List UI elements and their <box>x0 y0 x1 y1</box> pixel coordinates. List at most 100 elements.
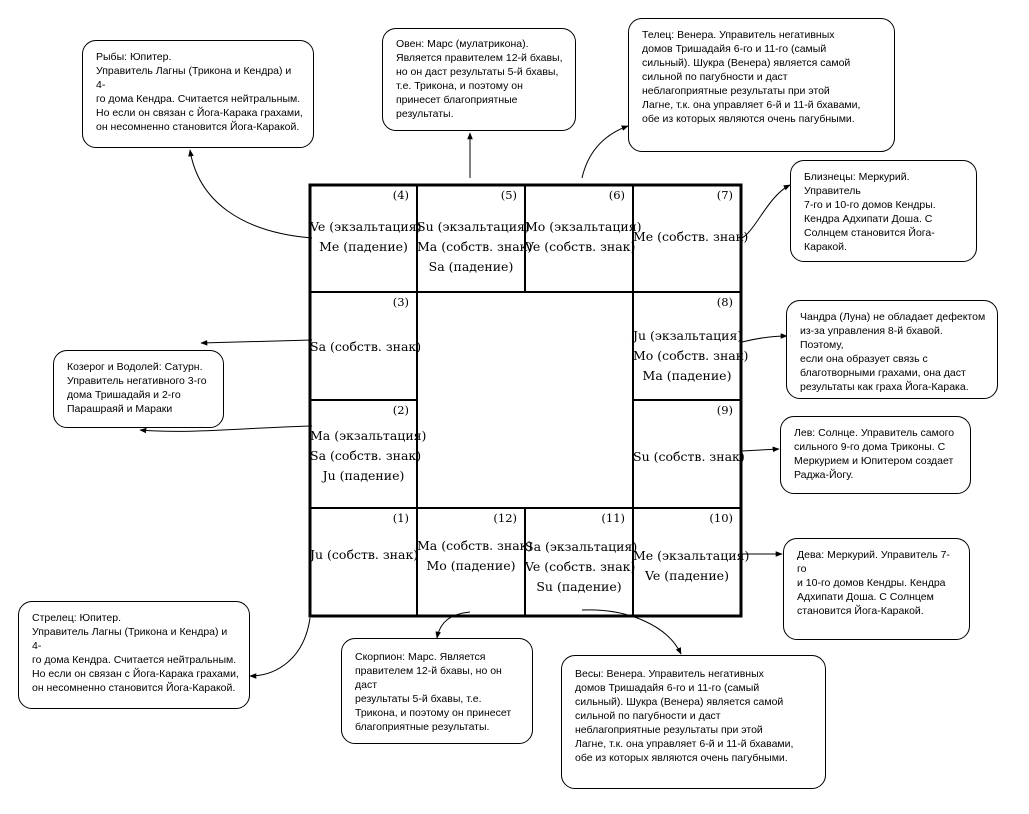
note-line: Лагне, т.к. она управляет 6-й и 11-й бха… <box>642 99 861 111</box>
note-line: Рыбы: Юпитер. <box>96 51 172 63</box>
note-line: Телец: Венера. Управитель негативных <box>642 29 835 41</box>
note-line: неблагоприятные результаты при этой <box>575 724 763 736</box>
arrow-to-scorpio <box>435 611 471 639</box>
note-taurus: Телец: Венера. Управитель негативных дом… <box>628 18 895 152</box>
note-line: результаты как граха Йога-Карака. <box>800 381 969 393</box>
note-line: правителем 12-й бхавы, но он даст <box>355 665 502 691</box>
arrow-to-capricorn-2 <box>139 425 313 434</box>
note-line: го дома Кендра. Считается нейтральным. <box>96 93 301 105</box>
house-cell-2: (2) Ma (экзальтация) Sa (собств. знак) J… <box>310 400 427 508</box>
house-number: (11) <box>601 511 625 525</box>
note-line: домов Тришадайя 6-го и 11-го (самый <box>575 682 760 694</box>
note-line: и 10-го домов Кендры. Кендра <box>797 577 946 589</box>
note-line: он несомненно становится Йога-Каракой. <box>96 121 300 133</box>
note-line: Но если он связан с Йога-Карака грахами, <box>96 107 303 119</box>
note-line: Но если он связан с Йога-Карака грахами, <box>32 668 239 680</box>
planet-entry: Ve (экзальтация) <box>310 219 422 234</box>
note-line: благоприятные результаты. <box>355 721 490 733</box>
note-capricorn-aquarius: Козерог и Водолей: Сатурн. Управитель не… <box>53 350 224 428</box>
note-line: обе из которых являются очень пагубными. <box>575 752 788 764</box>
chart-grid <box>308 183 743 618</box>
house-number: (4) <box>392 188 409 202</box>
house-cell-8: (8) Ju (экзальтация) Mo (собств. знак) M… <box>633 292 749 400</box>
note-scorpio: Скорпион: Марс. Является правителем 12-й… <box>341 638 533 744</box>
planet-entry: Ma (собств. знак) <box>417 538 533 553</box>
house-cell-6: (6) Mo (экзальтация) Ve (собств. знак) <box>525 185 642 292</box>
note-line: сильный). Шукра (Венера) является самой <box>642 57 851 69</box>
note-line: Трикона, и поэтому он принесет <box>355 707 512 719</box>
house-number: (3) <box>392 295 409 309</box>
house-cell-11: (11) Sa (экзальтация) Ve (собств. знак) … <box>525 508 638 616</box>
note-line: т.е. Трикона, и поэтому он <box>396 80 523 92</box>
house-number: (7) <box>716 188 733 202</box>
planet-entry: Me (экзальтация) <box>633 548 750 563</box>
note-line: сильного 9-го дома Триконы. С <box>794 441 946 453</box>
arrow-to-pisces <box>188 149 313 239</box>
arrow-to-gemini <box>741 184 791 239</box>
note-sagittarius: Стрелец: Юпитер. Управитель Лагны (Трико… <box>18 601 250 709</box>
planet-entry: Ju (падение) <box>322 468 405 483</box>
note-leo: Лев: Солнце. Управитель самого сильного … <box>780 416 971 494</box>
arrow-to-capricorn <box>200 339 313 346</box>
house-number: (8) <box>716 295 733 309</box>
note-line: Меркурием и Юпитером создает <box>794 455 954 467</box>
arrow-to-sagittarius <box>249 617 311 679</box>
planet-entry: Mo (падение) <box>426 558 516 573</box>
note-line: дома Тришадайя и 2-го <box>67 389 181 401</box>
arrow-to-leo <box>741 446 780 453</box>
note-line: Каракой. <box>804 241 847 253</box>
note-line: Скорпион: Марс. Является <box>355 651 486 663</box>
note-line: становится Йога-Каракой. <box>797 605 924 617</box>
house-number: (9) <box>716 403 733 417</box>
note-libra: Весы: Венера. Управитель негативных домо… <box>561 655 826 789</box>
planet-entry: Ma (экзальтация) <box>310 428 427 443</box>
note-line: Чандра (Луна) не обладает дефектом <box>800 311 986 323</box>
house-number: (2) <box>392 403 409 417</box>
note-aries: Овен: Марс (мулатрикона). Является прави… <box>382 28 576 131</box>
planet-entry: Sa (собств. знак) <box>310 339 422 354</box>
note-line: Раджа-Йогу. <box>794 469 854 481</box>
planet-entry: Ve (падение) <box>645 568 729 583</box>
note-line: если она образует связь с <box>800 353 928 365</box>
house-number: (6) <box>608 188 625 202</box>
note-line: го дома Кендра. Считается нейтральным. <box>32 654 237 666</box>
planet-entry: Ma (собств. знак) <box>417 239 533 254</box>
house-cell-7: (7) Me (собств. знак) <box>633 185 748 292</box>
house-cell-4: (4) Ve (экзальтация) Me (падение) <box>310 185 422 292</box>
house-number: (10) <box>709 511 733 525</box>
planet-entry: Ve (собств. знак) <box>525 559 636 574</box>
arrow-to-cancer <box>741 333 788 343</box>
house-cell-10: (10) Me (экзальтация) Ve (падение) <box>633 508 750 616</box>
note-cancer: Чандра (Луна) не обладает дефектом из-за… <box>786 300 998 399</box>
planet-entry: Ju (собств. знак) <box>310 547 419 562</box>
note-line: Лев: Солнце. Управитель самого <box>794 427 955 439</box>
note-line: принесет благоприятные <box>396 94 518 106</box>
planet-entry: Mo (экзальтация) <box>525 219 642 234</box>
note-line: Солнцем становится Йога- <box>804 227 935 239</box>
note-line: 7-го и 10-го домов Кендры. <box>804 199 936 211</box>
note-line: сильной по пагубности и даст <box>575 710 721 722</box>
house-number: (12) <box>493 511 517 525</box>
note-line: Управитель Лагны (Трикона и Кендра) и 4- <box>96 65 292 91</box>
house-cell-9: (9) Su (собств. знак) <box>633 400 745 508</box>
note-line: обе из которых являются очень пагубными. <box>642 113 855 125</box>
house-cell-3: (3) Sa (собств. знак) <box>310 292 422 400</box>
planet-entry: Ju (экзальтация) <box>633 328 743 343</box>
arrow-to-libra <box>581 609 682 655</box>
note-line: Весы: Венера. Управитель негативных <box>575 668 764 680</box>
planet-entry: Su (экзальтация) <box>417 219 530 234</box>
planet-entry: Su (падение) <box>536 579 622 594</box>
note-line: сильной по пагубности и даст <box>642 71 788 83</box>
planet-entry: Mo (собств. знак) <box>633 348 749 363</box>
note-line: домов Тришадайя 6-го и 11-го (самый <box>642 43 827 55</box>
note-line: неблагоприятные результаты при этой <box>642 85 830 97</box>
note-virgo: Дева: Меркурий. Управитель 7-го и 10-го … <box>783 538 970 640</box>
planet-entry: Sa (экзальтация) <box>525 539 638 554</box>
planet-entry: Me (падение) <box>319 239 408 254</box>
note-line: Управитель Лагны (Трикона и Кендра) и 4- <box>32 626 228 652</box>
note-line: благотворными грахами, она даст <box>800 367 966 379</box>
planet-entry: Ma (падение) <box>642 368 732 383</box>
note-line: Кендра Адхипати Доша. С <box>804 213 933 225</box>
